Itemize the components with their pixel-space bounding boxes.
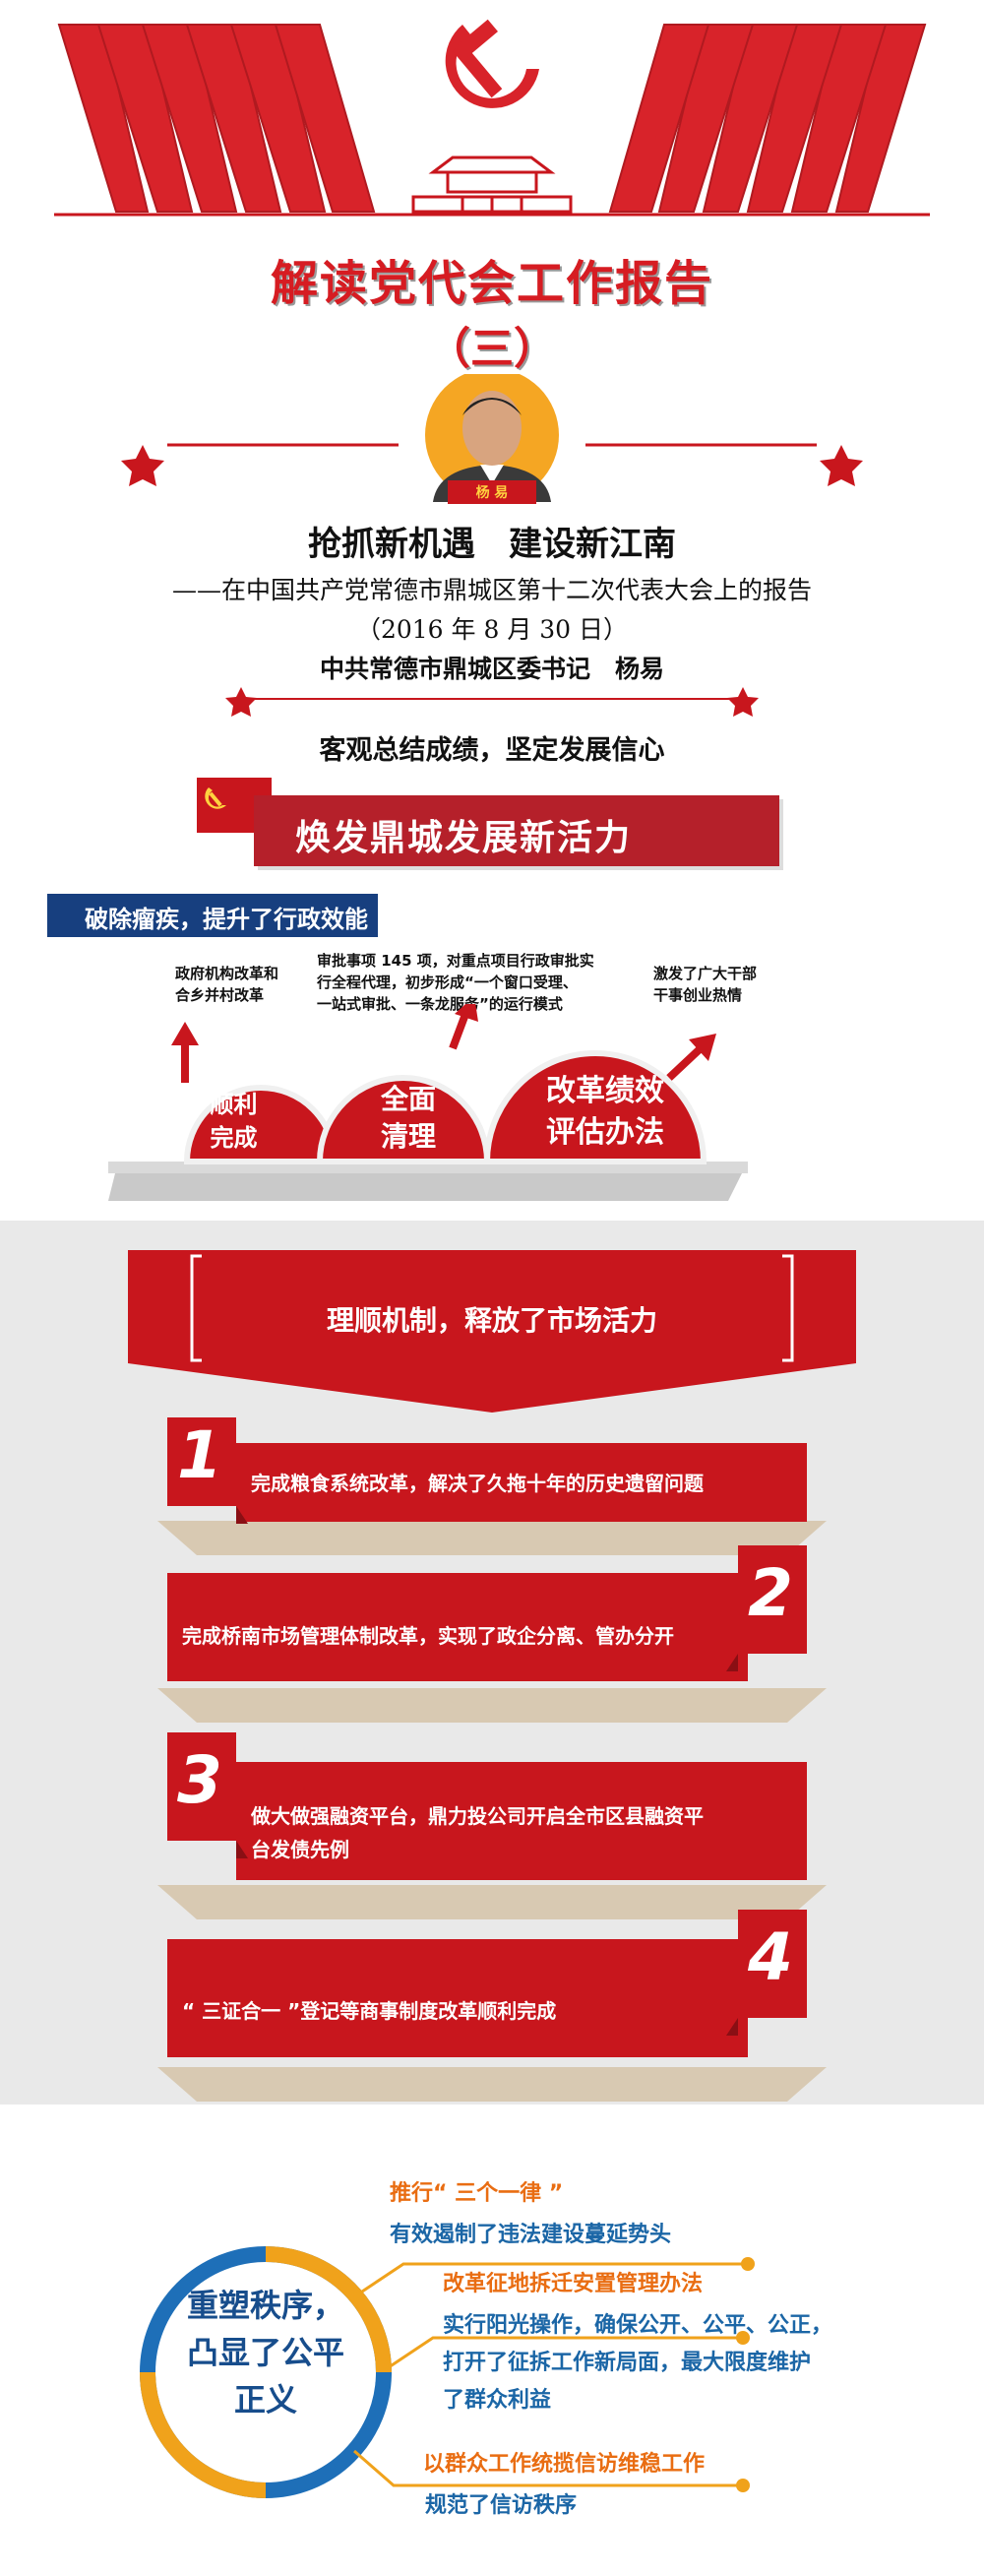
step-text-4: “ 三证合一 ”登记等商事制度改革顺利完成	[182, 1999, 557, 2023]
step-text-3: 做大做强融资平台，鼎力投公司开启全市区县融资平 台发债先例	[251, 1804, 704, 1861]
report-headline: 抢抓新机遇 建设新江南	[308, 525, 676, 564]
step-number-3: 3	[177, 1742, 222, 1818]
order-diagram	[140, 2246, 755, 2498]
dome-label-2: 全面 清理	[380, 1083, 436, 1153]
order-circle-text: 重塑秩序， 凸显了公平 正义	[186, 2287, 344, 2419]
divider-stars	[225, 687, 759, 717]
step-number-2: 2	[748, 1555, 793, 1631]
order-item-2-body: 实行阳光操作，确保公开、公平、公正， 打开了征拆工作新局面，最大限度维护 了群众…	[443, 2313, 833, 2413]
hammer-sickle-emblem	[445, 19, 539, 108]
step-text-1: 完成粮食系统改革，解决了久拖十年的历史遗留问题	[251, 1472, 704, 1495]
admin-note-1: 政府机构改革和 合乡并村改革	[175, 965, 279, 1004]
dome-label-1: 顺利 完成	[210, 1091, 258, 1152]
header-decoration	[54, 19, 930, 217]
market-title-shape	[128, 1250, 856, 1413]
market-steps	[157, 1417, 827, 2102]
star-icon	[121, 445, 164, 486]
admin-tag	[47, 894, 378, 937]
portrait-nameplate: 杨 易	[475, 485, 509, 501]
order-item-3-head: 以群众工作统揽信访维稳工作	[423, 2452, 706, 2477]
order-item-1-body: 有效遏制了违法建设蔓延势头	[390, 2223, 672, 2247]
page-subtitle: （三）	[427, 324, 557, 374]
section-heading: 客观总结成绩，坚定发展信心	[319, 735, 665, 766]
report-author: 中共常德市鼎城区委书记 杨易	[319, 655, 664, 683]
section-banner	[254, 795, 779, 866]
page-title: 解读党代会工作报告	[270, 256, 713, 311]
order-item-1-head: 推行“ 三个一律 ”	[390, 2181, 564, 2206]
portrait-row	[121, 374, 863, 504]
step-number-4: 4	[748, 1919, 793, 1995]
left-flags	[57, 24, 376, 213]
star-icon	[820, 445, 863, 486]
right-flags	[608, 24, 927, 213]
tiananmen-icon	[411, 156, 573, 214]
report-date: （2016 年 8 月 30 日）	[355, 615, 629, 644]
order-item-2-head: 改革征地拆迁安置管理办法	[443, 2272, 704, 2296]
step-text-2: 完成桥南市场管理体制改革，实现了政企分离、管办分开	[182, 1624, 674, 1648]
admin-note-2: 审批事项 145 项，对重点项目行政审批实 行全程代理，初步形成“一个窗口受理、…	[317, 952, 594, 1013]
step-number-1: 1	[177, 1417, 222, 1493]
section-banner-title: 焕发鼎城发展新活力	[295, 818, 633, 858]
dome-label-3: 改革绩效 评估办法	[546, 1074, 664, 1150]
admin-domes	[108, 1004, 748, 1201]
admin-note-3: 激发了广大干部 干事创业热情	[653, 965, 758, 1004]
market-title: 理顺机制，释放了市场活力	[326, 1304, 657, 1337]
report-occasion: ——在中国共产党常德市鼎城区第十二次代表大会上的报告	[171, 576, 812, 604]
admin-tag-label: 破除瘤疾，提升了行政效能	[85, 906, 368, 933]
order-item-3-body: 规范了信访秩序	[425, 2493, 578, 2518]
